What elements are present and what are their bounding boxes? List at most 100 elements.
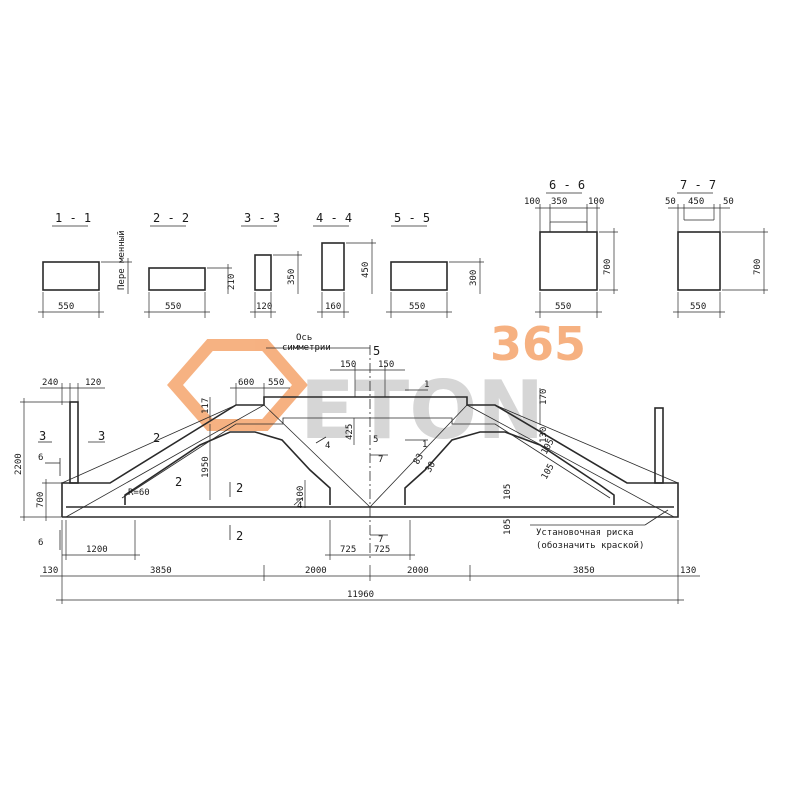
section-width-label: 550	[555, 302, 571, 312]
right-window	[404, 431, 615, 505]
cut-markers: 3 3 6 6 2 2 2 2 4 4 5 5 7 7 1 1	[38, 344, 429, 550]
dim-550: 550	[268, 378, 284, 388]
cut-7-bottom: 7	[378, 535, 383, 545]
cut-2-mid-left: 2	[175, 475, 182, 489]
section-title: 3 - 3	[244, 211, 280, 225]
section-top-left-label: 100	[524, 197, 540, 207]
section-title: 6 - 6	[549, 178, 585, 192]
section-width-label: 120	[256, 302, 272, 312]
section-height-label: 300	[469, 270, 479, 286]
cut-4-top: 4	[325, 441, 330, 451]
cut-1-top: 1	[424, 380, 429, 390]
install-mark-line1: Установочная риска	[536, 528, 634, 538]
cut-2-bottom: 2	[236, 529, 243, 543]
section-shape	[677, 231, 721, 291]
left-post	[69, 401, 79, 484]
dim-130-right: 130	[680, 566, 696, 576]
radius-label: R=60	[128, 488, 150, 498]
section-height-label: 210	[227, 274, 237, 290]
section-6-6: 6 - 6 100 350 100 550 700	[524, 178, 618, 318]
dim-150-right: 150	[378, 360, 394, 370]
section-4-4: 4 - 4 160 450	[313, 211, 376, 318]
section-shape	[390, 261, 448, 291]
watermark-hexagon-icon	[167, 339, 308, 431]
section-top-right-label: 50	[723, 197, 734, 207]
section-title: 2 - 2	[153, 211, 189, 225]
section-top-right-label: 100	[588, 197, 604, 207]
section-top-mid-label: 350	[551, 197, 567, 207]
cut-2-mid: 2	[236, 481, 243, 495]
dim-120: 120	[85, 378, 101, 388]
dim-2200: 2200	[14, 453, 24, 475]
right-post	[654, 407, 664, 484]
dim-105-d: 105	[503, 519, 513, 535]
dim-1200: 1200	[86, 545, 108, 555]
dim-117: 117	[201, 398, 211, 414]
section-shape	[42, 261, 100, 291]
cut-3-left: 3	[39, 429, 46, 443]
cut-3-right: 3	[98, 429, 105, 443]
dim-2000-right: 2000	[407, 566, 429, 576]
cut-6-top: 6	[38, 453, 43, 463]
section-1-1: 1 - 1 550 Пере менный	[38, 211, 132, 318]
watermark-number: 365	[490, 317, 586, 371]
section-title: 5 - 5	[394, 211, 430, 225]
install-mark-line2: (обозначить краской)	[536, 540, 644, 551]
cut-5-top: 5	[373, 344, 380, 358]
dim-100: 100	[296, 486, 306, 502]
section-shape	[254, 254, 272, 291]
section-5-5: 5 - 5 550 300	[386, 211, 484, 318]
dim-1950: 1950	[201, 456, 211, 478]
dim-83: 83	[412, 452, 426, 466]
section-3-3: 3 - 3 120 350	[241, 211, 302, 318]
cut-7-top: 7	[378, 455, 383, 465]
section-2-2: 2 - 2 550 210	[144, 211, 237, 318]
section-width-label: 550	[409, 302, 425, 312]
dim-240: 240	[42, 378, 58, 388]
section-width-label: 550	[690, 302, 706, 312]
section-height-label: 700	[753, 259, 763, 275]
dim-725-left: 725	[340, 545, 356, 555]
dim-130-left: 130	[42, 566, 58, 576]
left-window	[124, 431, 331, 505]
section-shape	[148, 267, 206, 291]
section-title: 7 - 7	[680, 178, 716, 192]
section-height-label: 450	[361, 262, 371, 278]
dim-600: 600	[238, 378, 254, 388]
dim-105-b: 105	[540, 462, 557, 481]
dim-105-c: 105	[503, 484, 513, 500]
section-width-label: 160	[325, 302, 341, 312]
section-shape	[321, 242, 345, 291]
dim-total: 11960	[347, 590, 374, 600]
dim-700: 700	[36, 492, 46, 508]
dim-725-right: 725	[374, 545, 390, 555]
section-width-label: 550	[58, 302, 74, 312]
section-width-label: 550	[165, 302, 181, 312]
cut-1-bottom: 1	[422, 440, 427, 450]
cut-5-bottom: 5	[373, 435, 378, 445]
dim-150-left: 150	[340, 360, 356, 370]
dim-3850-right: 3850	[573, 566, 595, 576]
section-height-label: 700	[603, 259, 613, 275]
axis-label-line2: симметрии	[282, 343, 331, 353]
cut-6-bottom: 6	[38, 538, 43, 548]
truss-elevation: Ось симметрии R=60	[61, 333, 679, 560]
cut-2-top-left: 2	[153, 431, 160, 445]
dim-425: 425	[345, 424, 355, 440]
section-height-label: Пере менный	[117, 230, 127, 290]
section-7-7: 7 - 7 50 450 50 550 700	[665, 178, 768, 318]
dim-2000-left: 2000	[305, 566, 327, 576]
section-height-label: 350	[287, 269, 297, 285]
cut-4-bottom: 4	[297, 501, 302, 511]
section-title: 1 - 1	[55, 211, 91, 225]
section-top-mid-label: 450	[688, 197, 704, 207]
axis-label-line1: Ось	[296, 333, 312, 343]
dim-130: 130	[539, 427, 549, 443]
dim-3850-left: 3850	[150, 566, 172, 576]
section-title: 4 - 4	[316, 211, 352, 225]
dim-30: 30	[424, 460, 438, 474]
section-top-left-label: 50	[665, 197, 676, 207]
dim-170: 170	[539, 389, 549, 405]
